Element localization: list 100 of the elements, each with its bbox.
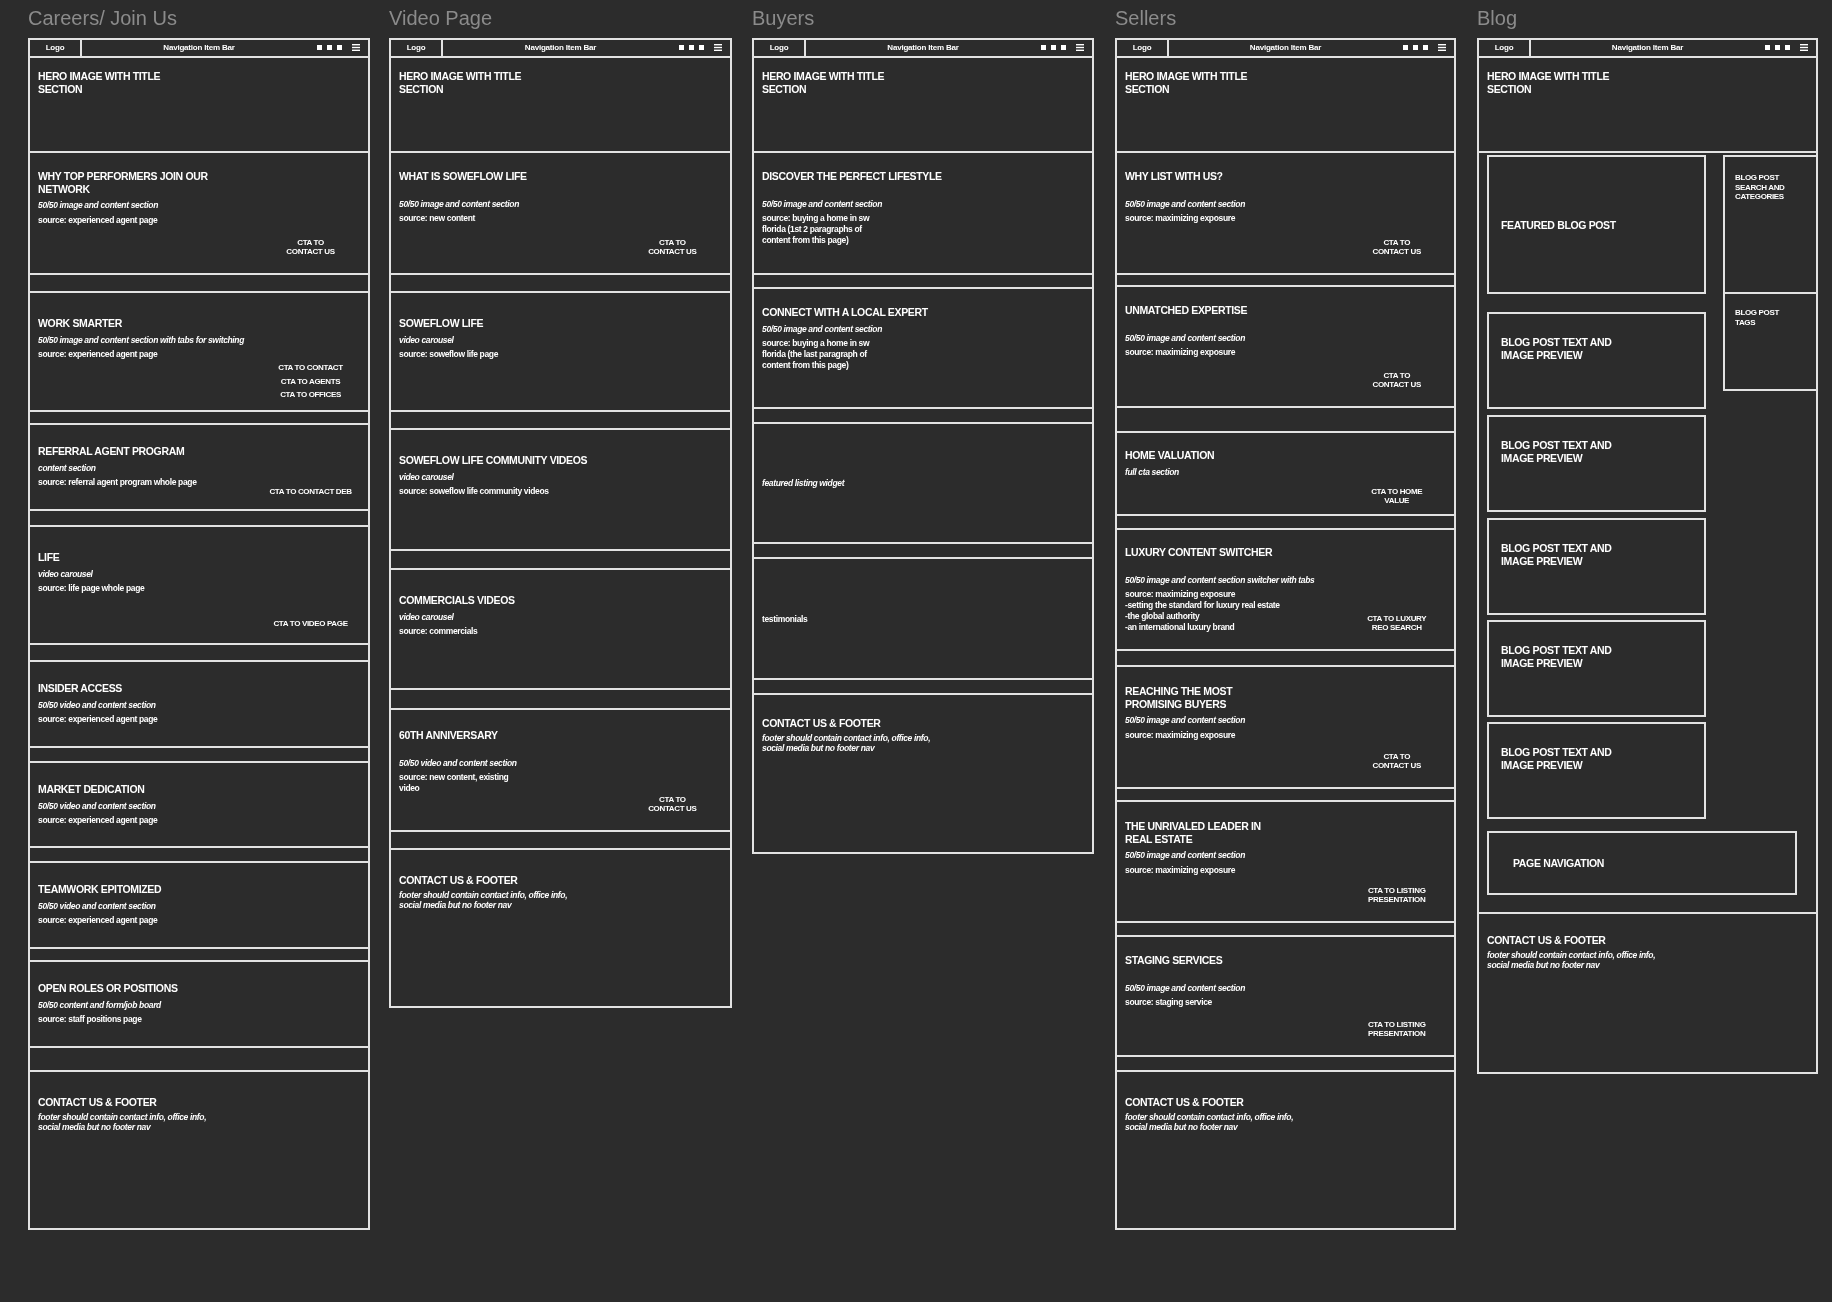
section-heading: HERO IMAGE WITH TITLE SECTION [399, 70, 523, 96]
section-description: full cta section [1125, 466, 1179, 478]
cta-label: CTA TO CONTACT US [647, 794, 698, 814]
section-heading: CONTACT US & FOOTER [38, 1096, 157, 1109]
section-description: 50/50 image and content section [1125, 850, 1245, 862]
cta-label: CTA TO HOME VALUE [1370, 486, 1424, 506]
section-description: 50/50 video and content section [38, 800, 156, 812]
source-note: source: maximizing exposure [1125, 213, 1236, 225]
cta-label: CTA TO LUXURY REO SEARCH [1366, 613, 1428, 633]
source-note: source: experienced agent page [38, 815, 158, 827]
section-heading: LIFE [38, 551, 60, 564]
source-note: source: experienced agent page [38, 915, 158, 927]
navigation-label: Navigation Item Bar [524, 43, 597, 53]
content-section [28, 291, 370, 412]
navigation-label: Navigation Item Bar [1611, 43, 1684, 53]
post-preview-card [1487, 620, 1706, 717]
section-description: 50/50 image and content section [1125, 332, 1245, 344]
section-heading: PAGE NAVIGATION [1513, 856, 1604, 870]
cta-label: CTA TO OFFICES [280, 390, 341, 400]
source-note: source: maximizing exposure [1125, 865, 1236, 876]
source-note: source: soweflow life page [399, 349, 499, 361]
content-section [752, 557, 1094, 680]
section-heading: BLOG POST TEXT AND IMAGE PREVIEW [1501, 439, 1613, 465]
section-heading: THE UNRIVALED LEADER IN REAL ESTATE [1125, 820, 1262, 846]
content-section [389, 428, 732, 551]
content-section [28, 861, 370, 949]
list-item-text: -the global authority [1125, 611, 1200, 623]
section-description: 50/50 image and content section [762, 198, 882, 210]
source-note: source: buying a home in sw florida (1st 2 paragraphs of content from this page) [762, 213, 871, 247]
nav-placeholder-text: Logo [769, 43, 789, 53]
content-section [389, 291, 732, 412]
nav-placeholder-text: Logo [45, 43, 65, 53]
content-section [1115, 800, 1456, 923]
nav-placeholder-text: Logo [1494, 43, 1514, 53]
section-heading: UNMATCHED EXPERTISE [1125, 304, 1248, 317]
section-heading: HOME VALUATION [1125, 449, 1215, 462]
section-heading: CONTACT US & FOOTER [1125, 1096, 1244, 1109]
post-preview-card [1487, 415, 1706, 512]
section-description: 50/50 image and content section [762, 323, 882, 335]
page-title: Video Page [389, 7, 493, 30]
section-description: 50/50 video and content section [38, 900, 156, 912]
section-heading: STAGING SERVICES [1125, 954, 1223, 967]
cta-label: CTA TO CONTACT US [1371, 370, 1422, 390]
section-heading: CONTACT US & FOOTER [762, 717, 881, 730]
section-heading: BLOG POST TEXT AND IMAGE PREVIEW [1501, 542, 1613, 568]
content-section [28, 525, 370, 645]
source-note: source: new content, existing video [399, 772, 510, 795]
post-preview-card [1487, 312, 1706, 409]
section-heading: HERO IMAGE WITH TITLE SECTION [38, 70, 162, 96]
section-heading: BLOG POST SEARCH AND CATEGORIES [1735, 173, 1786, 202]
section-heading: WORK SMARTER [38, 317, 122, 330]
source-note: source: commercials [399, 626, 478, 638]
source-note: source: buying a home in sw florida (the last paragraph of content from this page) [762, 338, 871, 372]
section-heading: HERO IMAGE WITH TITLE SECTION [762, 70, 886, 96]
section-description: video carousel [38, 568, 93, 580]
list-item-text: -setting the standard for luxury real estate [1125, 600, 1280, 612]
section-heading: BLOG POST TAGS [1735, 308, 1781, 328]
section-description: video carousel [399, 334, 454, 346]
section-heading: HERO IMAGE WITH TITLE SECTION [1487, 70, 1611, 96]
source-note: source: maximizing exposure [1125, 589, 1236, 601]
cta-label: CTA TO CONTACT US [1371, 751, 1422, 771]
cta-label: CTA TO LISTING PRESENTATION [1366, 1019, 1427, 1039]
source-note: source: experienced agent page [38, 714, 158, 726]
content-section [1115, 935, 1456, 1057]
section-heading: CONTACT US & FOOTER [399, 874, 518, 887]
page-title: Buyers [752, 7, 815, 30]
source-note: source: soweflow life community videos [399, 486, 549, 498]
source-note: source: new content [399, 213, 475, 225]
content-section [389, 708, 732, 832]
cta-label: CTA TO CONTACT US [647, 237, 698, 257]
section-description: video carousel [399, 471, 454, 483]
post-preview-card [1487, 722, 1706, 819]
section-description: footer should contain contact info, office info, social media but no footer nav [399, 889, 569, 912]
section-description: featured listing widget [762, 477, 845, 489]
section-heading: INSIDER ACCESS [38, 682, 122, 695]
content-section [1115, 665, 1456, 789]
section-heading: MARKET DEDICATION [38, 783, 145, 796]
section-description: 50/50 image and content section with tabs for switching [38, 334, 245, 346]
section-description: 50/50 video and content section [399, 757, 517, 769]
section-description: testimonials [762, 613, 808, 624]
source-note: source: maximizing exposure [1125, 730, 1236, 741]
section-heading: LUXURY CONTENT SWITCHER [1125, 546, 1273, 559]
cta-label: CTA TO AGENTS [280, 376, 341, 387]
section-heading: COMMERCIALS VIDEOS [399, 594, 515, 607]
section-description: 50/50 image and content section [38, 200, 158, 212]
source-note: source: experienced agent page [38, 349, 158, 361]
section-heading: BLOG POST TEXT AND IMAGE PREVIEW [1501, 746, 1613, 772]
section-heading: TEAMWORK EPITOMIZED [38, 883, 162, 896]
pagination-bar [1487, 831, 1797, 895]
page-title: Blog [1477, 7, 1518, 30]
source-note: source: experienced agent page [38, 215, 158, 226]
content-section [752, 287, 1094, 409]
content-section [752, 422, 1094, 544]
section-heading: SOWEFLOW LIFE [399, 317, 484, 330]
section-description: footer should contain contact info, office info, social media but no footer nav [762, 732, 932, 755]
content-section [1115, 528, 1456, 651]
cta-label: CTA TO LISTING PRESENTATION [1366, 885, 1427, 905]
content-section [28, 660, 370, 748]
section-heading: HERO IMAGE WITH TITLE SECTION [1125, 70, 1249, 96]
navigation-label: Navigation Item Bar [163, 43, 235, 53]
